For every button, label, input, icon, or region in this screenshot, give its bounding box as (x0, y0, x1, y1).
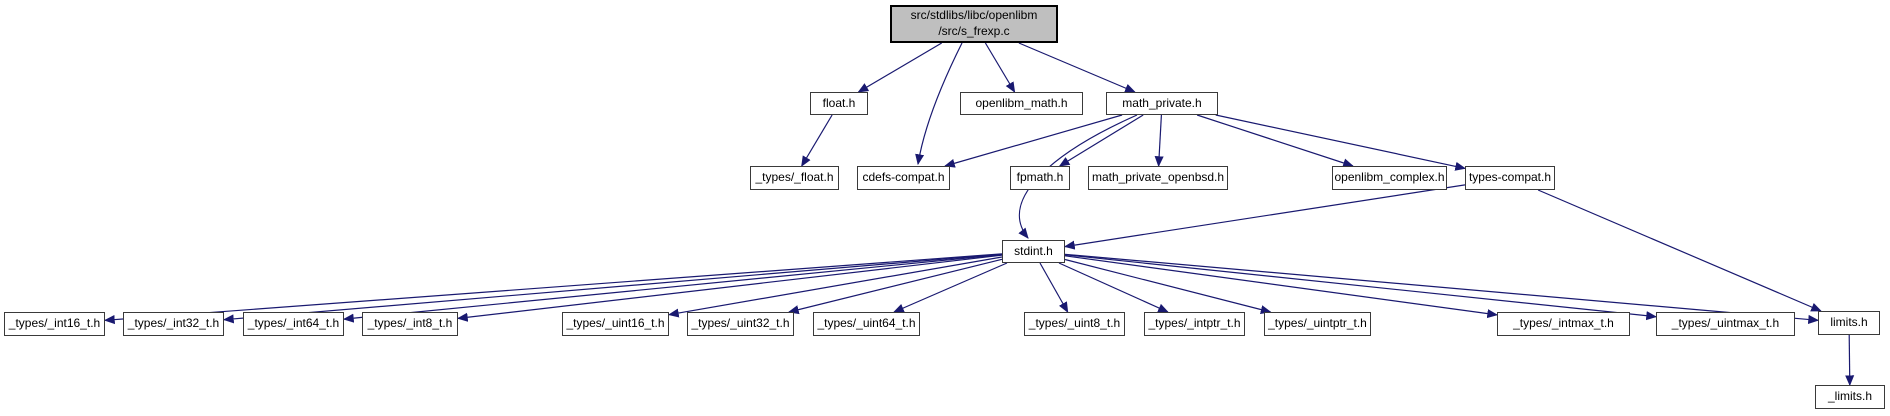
node-openlibm_complex[interactable]: openlibm_complex.h (1332, 166, 1447, 190)
edge-types_compat-to-limits (1537, 189, 1822, 312)
edge-stdint-to-uintptr (1064, 258, 1272, 314)
node-cdefs_compat[interactable]: cdefs-compat.h (857, 166, 950, 190)
edge-s_frexp-to-cdefs_compat (915, 42, 963, 166)
node-uint8[interactable]: _types/_uint8_t.h (1024, 312, 1125, 336)
edge-stdint-to-intmax (1064, 255, 1499, 319)
node-fpmath[interactable]: fpmath.h (1010, 166, 1070, 190)
node-intptr[interactable]: _types/_intptr_t.h (1144, 312, 1245, 336)
edge-stdint-to-intptr (1058, 262, 1169, 313)
node-int32[interactable]: _types/_int32_t.h (123, 312, 224, 336)
node-int16[interactable]: _types/_int16_t.h (4, 312, 105, 336)
node-intmax[interactable]: _types/_intmax_t.h (1497, 312, 1630, 336)
edge-limits-to-_limits (1845, 334, 1855, 387)
node-uintmax[interactable]: _types/_uintmax_t.h (1656, 312, 1795, 336)
node-math_private_openbsd[interactable]: math_private_openbsd.h (1088, 166, 1228, 190)
edge-stdint-to-int64 (342, 254, 1003, 323)
node-types_compat[interactable]: types-compat.h (1465, 166, 1555, 190)
edge-s_frexp-to-float_h (857, 42, 943, 93)
edge-stdint-to-uint32 (787, 258, 1003, 315)
edge-math_private-to-cdefs_compat (944, 114, 1123, 168)
edge-float_h-to-types_float (801, 114, 833, 167)
edge-stdint-to-uint64 (893, 262, 1008, 313)
node-uint16[interactable]: _types/_uint16_t.h (562, 312, 669, 336)
node-types_float[interactable]: _types/_float.h (750, 166, 839, 190)
edge-math_private-to-types_compat (1215, 114, 1467, 171)
node-uint32[interactable]: _types/_uint32_t.h (687, 312, 794, 336)
node-uint64[interactable]: _types/_uint64_t.h (813, 312, 920, 336)
edge-types_compat-to-stdint (1063, 184, 1466, 250)
edge-math_private-to-openlibm_complex (1196, 114, 1354, 168)
node-float_h[interactable]: float.h (810, 92, 868, 115)
node-openlibm_math[interactable]: openlibm_math.h (960, 92, 1083, 115)
edge-stdint-to-int16 (103, 253, 1003, 325)
node-_limits[interactable]: _limits.h (1815, 385, 1885, 409)
edge-stdint-to-int8 (456, 254, 1003, 322)
edge-math_private-to-math_private_openbsd (1154, 114, 1164, 168)
edge-stdint-to-uint8 (1039, 262, 1069, 313)
edge-stdint-to-uintmax (1064, 254, 1658, 321)
node-math_private[interactable]: math_private.h (1106, 92, 1218, 115)
edge-s_frexp-to-math_private (1018, 42, 1136, 93)
edge-s_frexp-to-openlibm_math (984, 42, 1016, 93)
node-int8[interactable]: _types/_int8_t.h (362, 312, 458, 336)
node-uintptr[interactable]: _types/_uintptr_t.h (1264, 312, 1371, 336)
edge-stdint-to-int32 (222, 253, 1003, 324)
node-stdint[interactable]: stdint.h (1002, 240, 1065, 263)
edge-stdint-to-limits (1064, 253, 1820, 324)
edge-stdint-to-uint16 (667, 256, 1003, 318)
edge-math_private-to-fpmath (1058, 114, 1144, 167)
node-limits[interactable]: limits.h (1818, 311, 1880, 335)
node-int64[interactable]: _types/_int64_t.h (243, 312, 344, 336)
node-s_frexp: src/stdlibs/libc/openlibm /src/s_frexp.c (890, 5, 1058, 43)
